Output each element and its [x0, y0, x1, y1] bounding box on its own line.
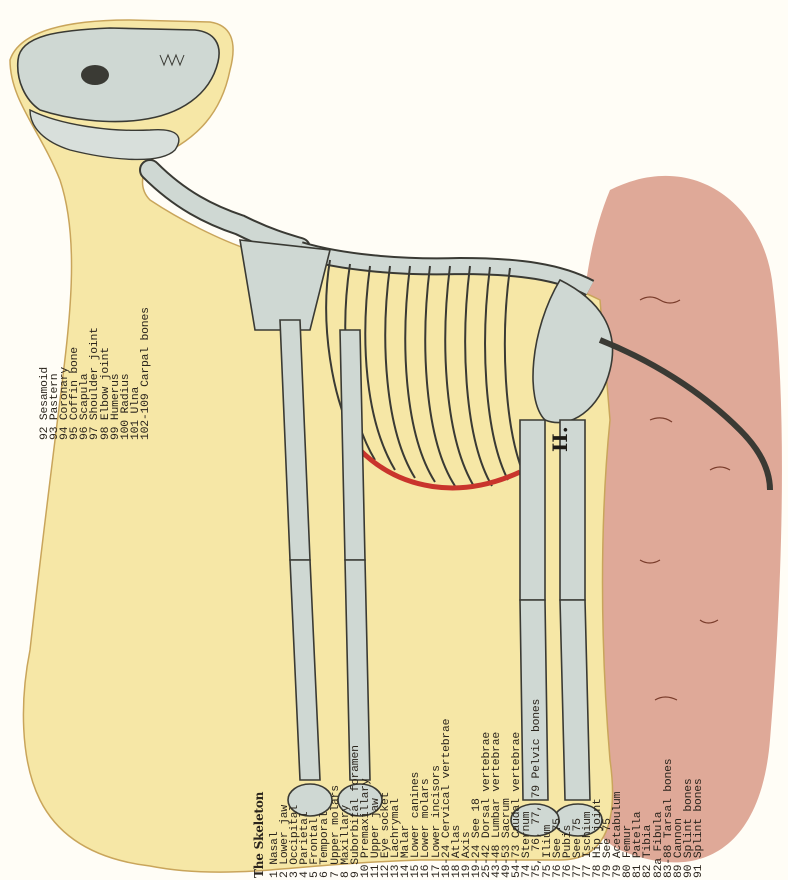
legend-secondary: 92 Sesamoid 93 Pastern 94 Coronary 95 Co…: [40, 307, 151, 440]
legend-main: The Skeleton 1 Nasal 2 Lower jaw 3 Occip…: [252, 699, 704, 878]
plate-numeral: II.: [548, 426, 572, 452]
eye-socket: [81, 65, 109, 85]
legend-line: 16 Lower molars: [421, 699, 431, 878]
legend-line: 91 Splint bones: [694, 699, 704, 878]
legend-title: The Skeleton: [252, 699, 266, 878]
legend-line: 102-109 Carpal bones: [141, 307, 151, 440]
